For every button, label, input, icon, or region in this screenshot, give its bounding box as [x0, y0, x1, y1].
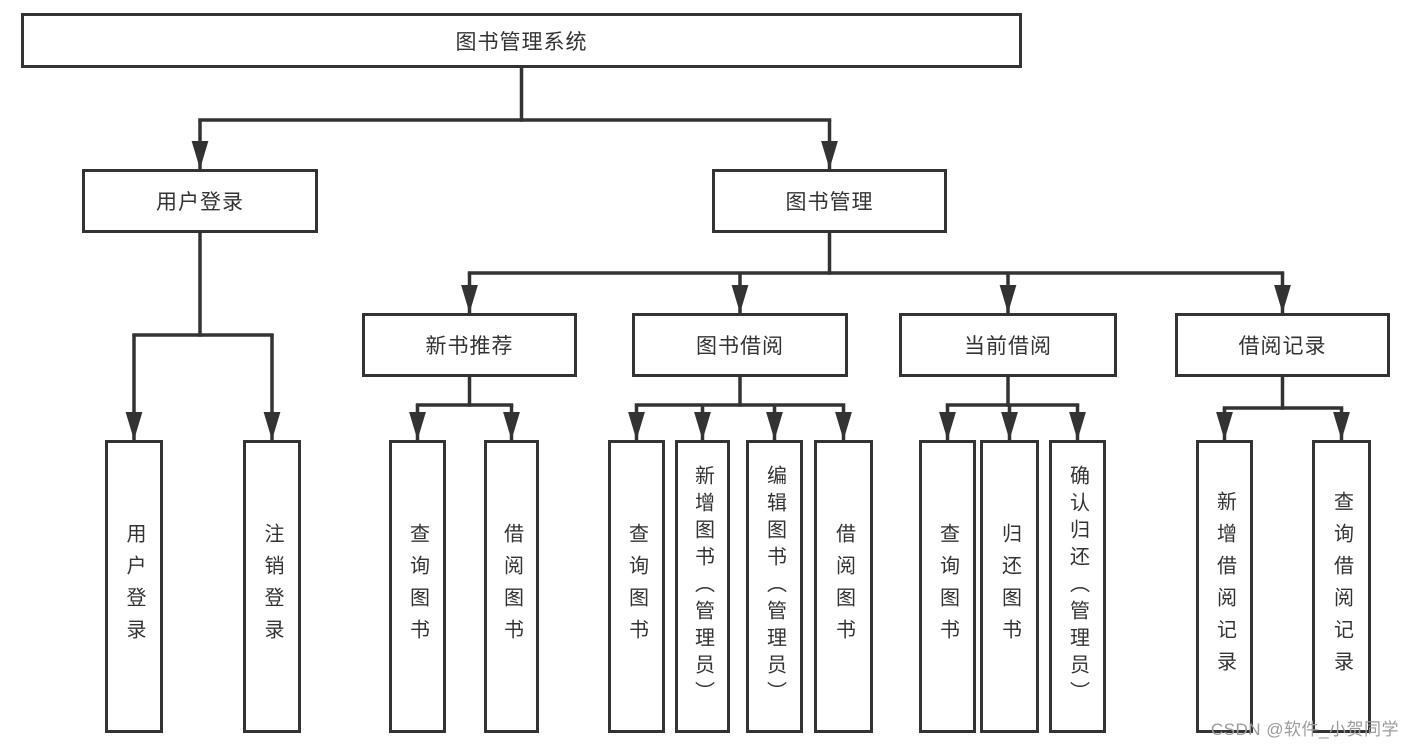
node-label: 新书推荐: [425, 335, 514, 358]
node-label: 借阅记录: [1238, 335, 1327, 358]
node-book-management: 图书管理: [712, 169, 947, 233]
node-label: 图书管理系统: [455, 30, 588, 54]
node-label: 用户登录: [156, 191, 244, 214]
node-label: 归还图书: [998, 522, 1021, 651]
node-leaf-add-borrow-record: 新增借阅记录: [1196, 440, 1253, 733]
node-book-borrowing: 图书借阅: [632, 313, 848, 377]
connector-trunks: [132, 66, 1344, 410]
node-label: 新增借阅记录: [1213, 490, 1236, 683]
node-leaf-confirm-return-admin: 确认归还（管理员）: [1049, 440, 1106, 733]
node-label: 借阅图书: [500, 522, 523, 651]
node-label: 查询图书: [406, 522, 429, 651]
node-leaf-query-borrow-record: 查询借阅记录: [1312, 440, 1371, 733]
node-label: 借阅图书: [832, 522, 855, 651]
node-leaf-user-login: 用户登录: [105, 440, 163, 733]
csdn-watermark: CSDN @软件_小贺同学: [1210, 720, 1399, 739]
node-leaf-borrow-books: 借阅图书: [484, 440, 539, 733]
node-label: 新增图书（管理员）: [691, 465, 714, 708]
node-label: 编辑图书（管理员）: [763, 465, 786, 708]
node-leaf-query-books: 查询图书: [389, 440, 446, 733]
node-current-borrowing: 当前借阅: [899, 313, 1117, 377]
node-leaf-logout: 注销登录: [243, 440, 301, 733]
node-leaf-return-books: 归还图书: [980, 440, 1039, 733]
node-label: 查询图书: [936, 522, 959, 651]
node-label: 当前借阅: [964, 335, 1052, 358]
node-label: 图书借阅: [696, 335, 784, 358]
node-leaf-borrow-books: 借阅图书: [814, 440, 873, 733]
node-borrowing-records: 借阅记录: [1175, 313, 1390, 377]
node-leaf-query-books: 查询图书: [608, 440, 665, 733]
node-label: 用户登录: [123, 522, 145, 651]
node-label: 图书管理: [785, 191, 874, 214]
node-new-book-recommend: 新书推荐: [362, 313, 577, 377]
node-user-login: 用户登录: [82, 169, 318, 233]
node-label: 查询借阅记录: [1330, 490, 1353, 683]
connector-arrows: [125, 120, 1350, 440]
node-label: 注销登录: [261, 522, 283, 651]
node-leaf-add-books-admin: 新增图书（管理员）: [675, 440, 730, 733]
node-library-system: 图书管理系统: [21, 13, 1022, 68]
node-label: 查询图书: [625, 522, 648, 651]
node-label: 确认归还（管理员）: [1066, 465, 1089, 708]
node-leaf-query-books: 查询图书: [919, 440, 976, 733]
node-leaf-edit-books-admin: 编辑图书（管理员）: [746, 440, 803, 733]
